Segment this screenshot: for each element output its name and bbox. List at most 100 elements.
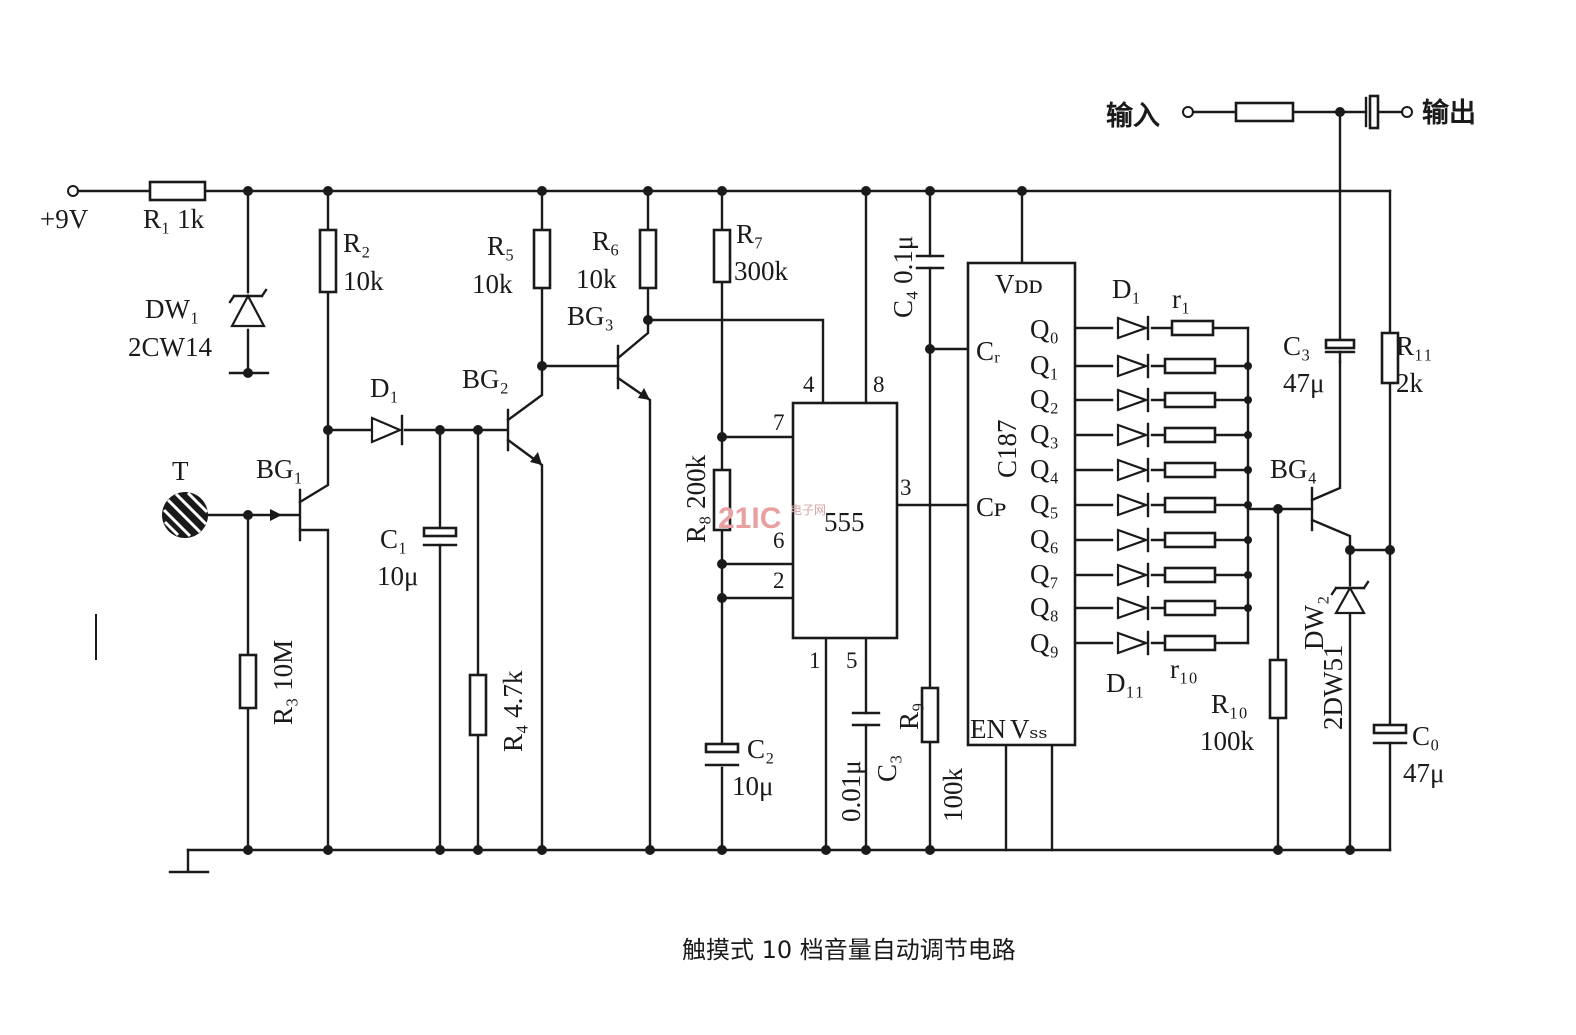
label-cr: Cᵣ [976, 336, 1000, 366]
label-r7-val: 300k [734, 256, 789, 286]
label-r5-val: 10k [472, 269, 513, 299]
diagram-caption: 触摸式 10 档音量自动调节电路 [682, 936, 1016, 964]
resistor-r7 [712, 228, 732, 284]
label-q1: Q₁ [1030, 350, 1059, 380]
label-cp: Cᴘ [976, 492, 1006, 522]
svg-text:21IC: 21IC [718, 502, 781, 535]
capacitor-c3-001 [851, 711, 881, 727]
label-r8: R₈ 200k [681, 454, 711, 543]
label-q2: Q₂ [1030, 384, 1059, 414]
resistor-r1 [148, 180, 207, 202]
row-diodes [1116, 315, 1150, 656]
label-vdd: Vᴅᴅ [995, 269, 1043, 299]
row-resistors [1163, 319, 1217, 652]
capacitor-c2 [704, 742, 740, 767]
capacitor-c3-47u [1324, 338, 1356, 354]
label-q3: Q₃ [1030, 419, 1059, 449]
resistor-r9 [920, 686, 940, 744]
label-c3r-val: 47μ [1283, 368, 1324, 398]
label-r9: R₉ [894, 703, 924, 730]
label-r10: R₁₀ [1211, 689, 1248, 719]
label-r11: R₁₁ [1396, 331, 1433, 361]
zener-dw1 [228, 288, 268, 328]
label-d-bot: D₁₁ [1106, 668, 1144, 698]
pin-3: 3 [900, 475, 912, 500]
pin-5: 5 [846, 648, 858, 673]
label-en: EN [970, 714, 1006, 744]
label-c0-val: 47μ [1403, 758, 1444, 788]
label-output: 输出 [1422, 97, 1476, 129]
zener-dw2 [1330, 580, 1370, 615]
label-vss: Vₛₛ [1010, 714, 1048, 744]
label-r6: R₆ [592, 226, 619, 256]
label-c3: C₃ [872, 755, 902, 782]
label-r-top: r₁ [1172, 284, 1190, 314]
watermark-logo: 21IC 电子网 [718, 502, 826, 535]
label-r5: R₅ [487, 231, 514, 261]
label-q4: Q₄ [1030, 454, 1059, 484]
label-q8: Q₈ [1030, 592, 1059, 622]
pin-6: 6 [773, 528, 785, 553]
label-r10-val: 100k [1200, 726, 1255, 756]
label-c2: C₂ [747, 734, 774, 764]
pin-7: 7 [773, 410, 785, 435]
label-r1: R₁ 1k [143, 204, 205, 234]
label-q9: Q₉ [1030, 628, 1059, 658]
label-r4: R₄ 4.7k [498, 670, 528, 752]
label-bg4: BG₄ [1270, 454, 1317, 484]
touch-plate [162, 491, 209, 538]
pin-8: 8 [873, 372, 885, 397]
label-c0: C₀ [1412, 721, 1439, 751]
input-terminal [1182, 106, 1194, 118]
ic-c187 [966, 261, 1077, 747]
label-r9-val: 100k [938, 768, 968, 823]
label-q6: Q₆ [1030, 524, 1059, 554]
supply-terminal [67, 185, 79, 197]
label-touch: T [172, 456, 189, 486]
label-c3-val: 0.01μ [836, 760, 866, 822]
label-bg1: BG₁ [256, 454, 303, 484]
label-dw2-part: 2DW51 [1318, 645, 1348, 730]
pin-1: 1 [809, 648, 821, 673]
capacitor-c4 [915, 254, 945, 270]
resistor-r4 [468, 673, 488, 737]
label-dw1: DW₁ [145, 294, 199, 324]
labels: +9V R₁ 1k DW₁ 2CW14 R₂ 10k D₁ BG₂ R₅ 10k… [40, 97, 1476, 822]
label-input: 输入 [1106, 100, 1160, 132]
capacitor-c1 [422, 526, 458, 547]
capacitor-output [1364, 94, 1380, 130]
resistor-r11 [1380, 331, 1400, 385]
output-terminal [1401, 106, 1413, 118]
label-q0: Q₀ [1030, 314, 1059, 344]
label-ic555: 555 [824, 507, 865, 537]
resistor-input [1234, 101, 1295, 123]
resistor-r5 [532, 228, 552, 290]
label-ic187: C187 [992, 419, 1022, 478]
resistor-r10 [1268, 658, 1288, 720]
junction-dots [243, 107, 1395, 855]
diode-d1 [370, 414, 404, 446]
label-bg2: BG₂ [462, 364, 509, 394]
label-dw2: DW₂ [1299, 596, 1329, 650]
capacitor-c0 [1372, 723, 1408, 745]
resistor-r6 [638, 228, 658, 290]
pin-4: 4 [803, 372, 815, 397]
label-r11-val: 2k [1396, 368, 1424, 398]
label-q5: Q₅ [1030, 489, 1059, 519]
label-r2-val: 10k [343, 266, 384, 296]
resistor-r3 [238, 653, 258, 710]
pin-2: 2 [773, 568, 785, 593]
label-r7: R₇ [736, 219, 763, 249]
label-r-bot: r₁₀ [1170, 654, 1198, 684]
label-c3r: C₃ [1283, 331, 1310, 361]
label-c4: C₄ 0.1μ [888, 236, 918, 318]
resistor-r2 [318, 228, 338, 294]
label-c2-val: 10μ [732, 771, 773, 801]
bg2-arrow [530, 452, 542, 465]
ic-555 [791, 401, 899, 640]
label-c1-val: 10μ [377, 561, 418, 591]
bg3-arrow [638, 388, 650, 400]
svg-text:电子网: 电子网 [790, 503, 826, 517]
label-r6-val: 10k [576, 264, 617, 294]
label-bg3: BG₃ [567, 301, 614, 331]
